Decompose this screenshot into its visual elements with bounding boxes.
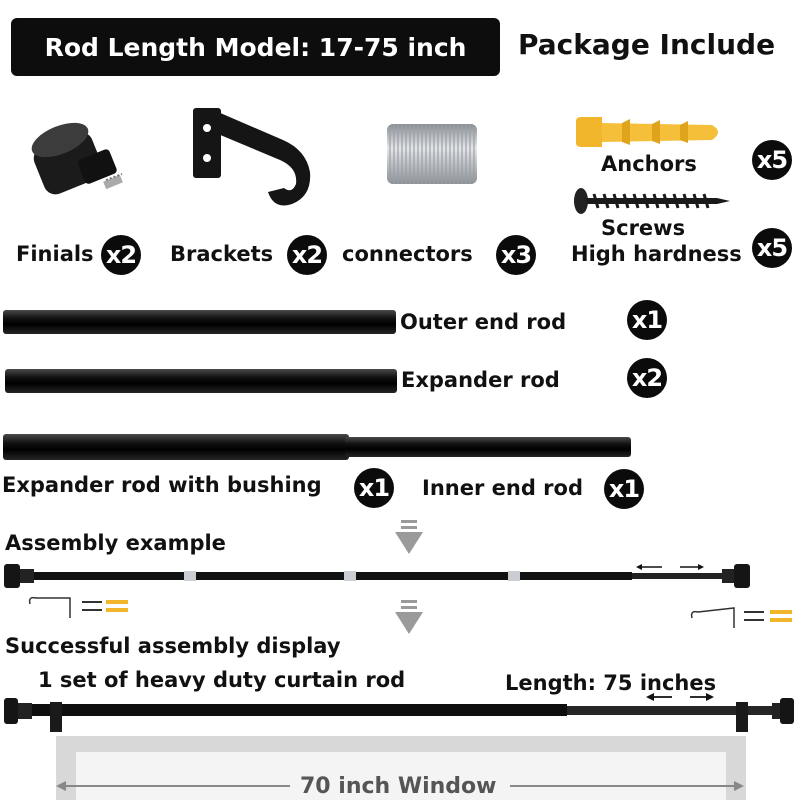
expander-rod-bushing-label: Expander rod with bushing (2, 473, 322, 497)
finials-label: Finials (16, 242, 94, 266)
connector-icon (387, 124, 477, 184)
outer-end-rod-label: Outer end rod (400, 310, 567, 334)
model-label: Rod Length Model: 17-75 inch (11, 18, 500, 76)
down-arrow-icon (395, 600, 423, 634)
down-arrow-icon (395, 520, 423, 554)
brackets-qty-badge: x2 (287, 235, 327, 275)
screws-sub-label: High hardness (571, 242, 742, 266)
assembly-example-diagram (4, 564, 792, 628)
screw-icon (574, 188, 730, 214)
expander-rod (5, 369, 397, 393)
display-subtitle: 1 set of heavy duty curtain rod (38, 668, 406, 692)
expander-rod-qty-badge: x2 (627, 358, 667, 398)
anchor-icon (576, 117, 718, 147)
assembled-rod-diagram (4, 693, 794, 800)
outer-end-rod-qty-badge: x1 (627, 300, 667, 340)
finial-icon (31, 122, 123, 195)
expander-rod-with-bushing (3, 434, 349, 460)
finials-qty-badge: x2 (101, 235, 141, 275)
display-title: Successful assembly display (5, 634, 341, 658)
connectors-qty-badge: x3 (496, 235, 536, 275)
anchors-qty-badge: x5 (752, 140, 792, 180)
screws-qty-badge: x5 (752, 228, 792, 268)
package-title: Package Include (518, 28, 776, 61)
brackets-label: Brackets (170, 242, 274, 266)
length-label: Length: 75 inches (505, 671, 717, 695)
expander-rod-label: Expander rod (401, 368, 560, 392)
outer-end-rod (3, 310, 396, 334)
inner-end-rod (345, 437, 631, 457)
anchors-label: Anchors (601, 152, 697, 176)
inner-end-rod-label: Inner end rod (422, 476, 583, 500)
bracket-icon (193, 108, 311, 206)
expander-rod-bushing-qty-badge: x1 (354, 468, 394, 508)
connectors-label: connectors (342, 242, 473, 266)
assembly-example-title: Assembly example (5, 531, 226, 555)
inner-end-rod-qty-badge: x1 (604, 469, 644, 509)
screws-label: Screws (601, 216, 686, 240)
window-label: 70 inch Window (300, 774, 497, 799)
